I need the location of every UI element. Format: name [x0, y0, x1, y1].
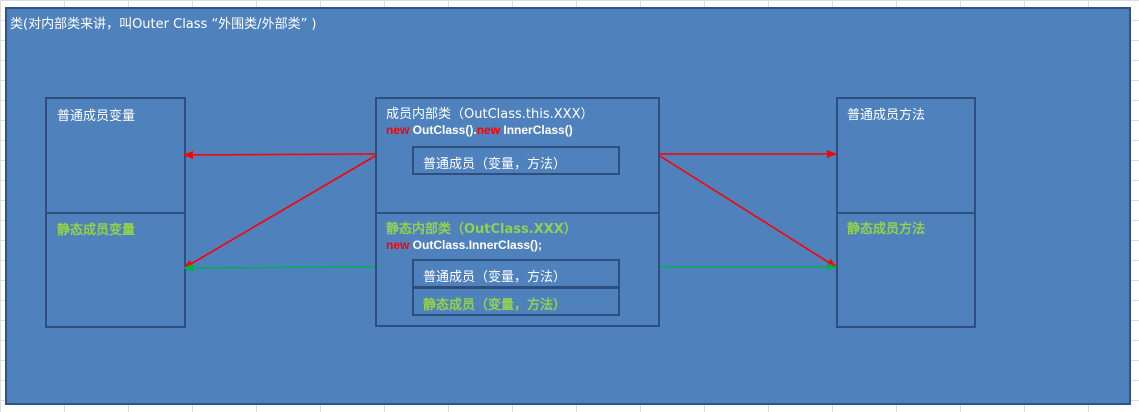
normal-member-variable-label: 普通成员变量 — [57, 109, 136, 124]
code-new-keyword: new — [476, 123, 501, 137]
static-member-method-box — [836, 212, 976, 328]
arrow-member-inner-to-static-var — [183, 155, 376, 269]
static-member-method-label: 静态成员方法 — [847, 222, 926, 237]
arrow-static-inner-to-static-var — [183, 263, 376, 272]
member-inner-class-code: new OutClass().new InnerClass() — [386, 123, 573, 137]
member-inner-normal-member-label: 普通成员（变量，方法） — [423, 157, 567, 172]
code-new-keyword: new — [386, 123, 410, 137]
code-outclass-call: OutClass(). — [409, 123, 477, 137]
static-inner-class-code: new OutClass.InnerClass(); — [386, 238, 542, 252]
arrow-member-inner-to-static-method — [659, 155, 837, 268]
static-inner-static-member-box — [412, 287, 620, 316]
code-static-innerclass-call: OutClass.InnerClass(); — [409, 238, 543, 252]
code-innerclass-call: InnerClass() — [500, 123, 573, 137]
static-inner-class-box — [375, 212, 660, 327]
member-inner-normal-member-box — [412, 146, 620, 175]
outer-class-title: 类(对内部类来讲，叫Outer Class “外围类/外部类” ) — [10, 17, 317, 32]
static-member-variable-label: 静态成员变量 — [57, 223, 136, 238]
member-inner-class-title: 成员内部类（OutClass.this.XXX） — [386, 107, 594, 122]
outer-class-container — [5, 7, 1131, 405]
static-inner-static-member-label: 静态成员（变量，方法） — [423, 298, 567, 313]
normal-member-method-label: 普通成员方法 — [847, 108, 926, 123]
arrow-member-inner-to-normal-var — [183, 150, 376, 159]
static-inner-normal-member-label: 普通成员（变量，方法） — [423, 270, 567, 285]
static-inner-class-title: 静态内部类（OutClass.XXX） — [386, 222, 577, 237]
code-new-keyword: new — [386, 238, 410, 252]
